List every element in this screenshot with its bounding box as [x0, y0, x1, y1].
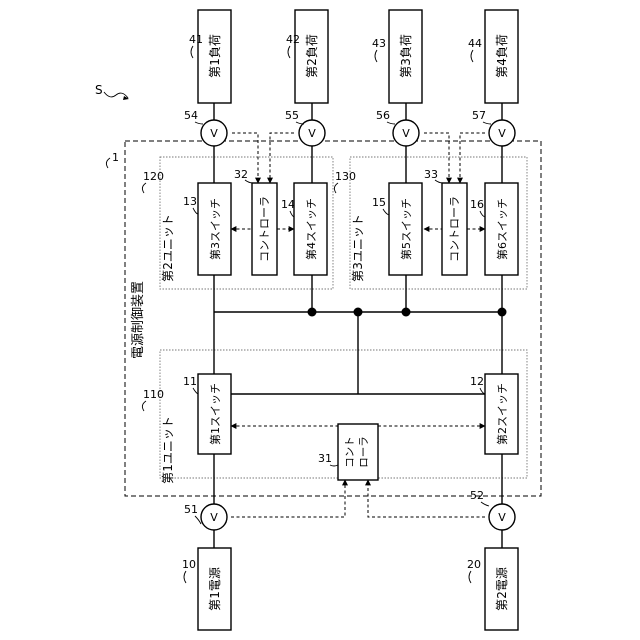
unit-120-label: 第2ユニット — [161, 214, 175, 282]
switch-11-label: 第1スイッチ — [208, 383, 222, 445]
switch-13-label: 第3スイッチ — [208, 198, 222, 260]
controller-32-ref: 32 — [234, 168, 248, 181]
switch-12-ref: 12 — [470, 375, 484, 388]
load-44-label: 第4負荷 — [495, 34, 509, 78]
unit-130-ref: 130 — [335, 170, 356, 183]
voltage-sensor-54: V 54 — [184, 109, 227, 146]
voltage-sensor-56: V 56 — [376, 109, 419, 146]
load-43-ref: 43 — [372, 37, 386, 50]
voltage-sensor-55-symbol: V — [308, 127, 316, 140]
switch-16: 第6スイッチ 16 — [470, 183, 518, 275]
controller-33: コントローラ 33 — [424, 168, 467, 275]
device-ref-leader — [106, 158, 110, 168]
voltage-sensor-56-ref: 56 — [376, 109, 390, 122]
controller-31-label-line1: コント — [344, 436, 356, 468]
switch-15-ref: 15 — [372, 196, 386, 209]
unit-130-ref-leader — [334, 183, 338, 193]
switch-14: 第4スイッチ 14 — [281, 183, 327, 275]
device-ref: 1 — [112, 151, 119, 164]
switch-12: 第2スイッチ 12 — [470, 374, 518, 454]
controller-32-label: コントローラ — [258, 196, 271, 262]
voltage-sensor-51-ref: 51 — [184, 503, 198, 516]
switch-13: 第3スイッチ 13 — [183, 183, 231, 275]
voltage-sensor-51-symbol: V — [210, 511, 218, 524]
load-44: 第4負荷 44 — [468, 10, 518, 103]
load-42: 第2負荷 42 — [286, 10, 328, 103]
voltage-sensor-54-symbol: V — [210, 127, 218, 140]
controller-31-ref: 31 — [318, 452, 332, 465]
power-source-10-label: 第1電源 — [208, 567, 222, 611]
voltage-sensor-52-ref: 52 — [470, 489, 484, 502]
system-ref: S — [95, 83, 103, 97]
load-41: 第1負荷 41 — [189, 10, 231, 103]
switch-16-ref: 16 — [470, 198, 484, 211]
switch-13-ref: 13 — [183, 195, 197, 208]
switch-14-ref: 14 — [281, 198, 295, 211]
controller-31: コント ローラ 31 — [318, 424, 378, 480]
power-source-10-ref: 10 — [182, 558, 196, 571]
voltage-sensor-54-ref: 54 — [184, 109, 198, 122]
switch-15-label: 第5スイッチ — [399, 198, 413, 260]
voltage-sensor-57-symbol: V — [498, 127, 506, 140]
unit-130-label: 第3ユニット — [351, 214, 365, 282]
voltage-sensor-57: V 57 — [472, 109, 515, 146]
switch-11: 第1スイッチ 11 — [183, 374, 231, 454]
power-source-20-ref: 20 — [467, 558, 481, 571]
voltage-sensor-55-ref: 55 — [285, 109, 299, 122]
load-42-label: 第2負荷 — [305, 34, 319, 78]
load-43-label: 第3負荷 — [399, 34, 413, 78]
controller-32: コントローラ 32 — [234, 168, 277, 275]
voltage-sensor-52-symbol: V — [498, 511, 506, 524]
unit-110-label: 第1ユニット — [161, 416, 175, 484]
voltage-sensor-55: V 55 — [285, 109, 325, 146]
power-source-20-label: 第2電源 — [495, 567, 509, 611]
switch-14-label: 第4スイッチ — [304, 198, 318, 260]
power-source-10: 第1電源 10 — [182, 548, 231, 630]
unit-110-ref-leader — [142, 401, 146, 411]
controller-33-label: コントローラ — [448, 196, 461, 262]
unit-120-ref-leader — [142, 183, 146, 193]
load-42-ref: 42 — [286, 33, 300, 46]
power-source-20: 第2電源 20 — [467, 548, 518, 630]
device-label: 電源制御装置 — [131, 281, 146, 359]
load-43: 第3負荷 43 — [372, 10, 422, 103]
load-41-ref: 41 — [189, 33, 203, 46]
switch-12-label: 第2スイッチ — [495, 383, 509, 445]
controller-33-ref: 33 — [424, 168, 438, 181]
system-ref-arrowhead — [123, 96, 129, 100]
unit-120-ref: 120 — [143, 170, 164, 183]
switch-16-label: 第6スイッチ — [495, 198, 509, 260]
unit-110-ref: 110 — [143, 388, 164, 401]
voltage-sensor-57-ref: 57 — [472, 109, 486, 122]
voltage-sensor-56-symbol: V — [402, 127, 410, 140]
load-41-label: 第1負荷 — [208, 34, 222, 78]
power-wiring — [214, 103, 502, 548]
load-44-ref: 44 — [468, 37, 482, 50]
voltage-sensor-51: V 51 — [184, 503, 227, 530]
switch-15: 第5スイッチ 15 — [372, 183, 422, 275]
controller-31-label-line2: ローラ — [358, 436, 370, 468]
switch-11-ref: 11 — [183, 375, 197, 388]
voltage-sensor-52: V 52 — [470, 489, 515, 530]
